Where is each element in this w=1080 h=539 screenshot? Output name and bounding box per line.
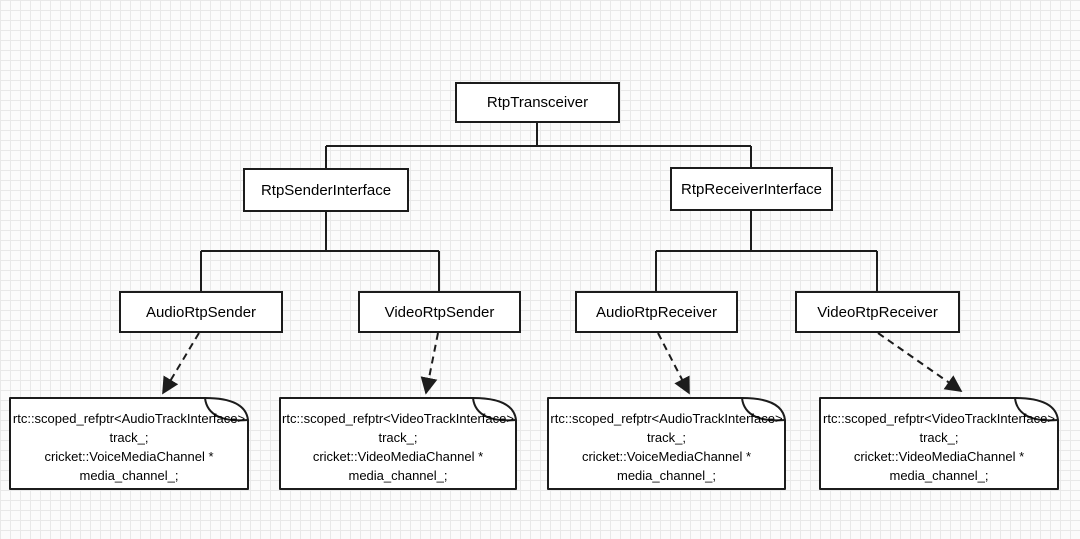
note-link-arrow-audio-receiver	[657, 332, 690, 395]
note-line: media_channel_;	[889, 468, 989, 483]
note-audio-receiver-members: rtc::scoped_refptr<AudioTrackInterface> …	[548, 409, 785, 485]
note-line: media_channel_;	[348, 468, 448, 483]
class-node-label: RtpSenderInterface	[260, 181, 392, 199]
connector-receiverinterface-to-receivers	[655, 211, 878, 291]
note-shape-video-receiver	[819, 397, 1059, 490]
note-link-arrow-video-sender	[420, 332, 439, 395]
note-shape-audio-receiver	[547, 397, 786, 490]
class-node-rtpsenderinterface: RtpSenderInterface	[243, 168, 409, 212]
class-node-label: AudioRtpReceiver	[596, 303, 717, 321]
class-node-rtptransceiver: RtpTransceiver	[455, 82, 620, 123]
note-audio-sender-members: rtc::scoped_refptr<AudioTrackInterface> …	[10, 409, 248, 485]
note-line: rtc::scoped_refptr<AudioTrackInterface>	[12, 411, 246, 426]
note-line: media_channel_;	[616, 468, 717, 483]
note-line: track_;	[646, 430, 686, 445]
class-node-audiortpsender: AudioRtpSender	[119, 291, 283, 333]
note-link-arrow-video-receiver	[877, 332, 963, 392]
note-line: rtc::scoped_refptr<VideoTrackInterface>	[823, 411, 1055, 426]
class-node-label: AudioRtpSender	[145, 303, 257, 321]
note-line: cricket::VideoMediaChannel *	[853, 449, 1025, 464]
note-line: track_;	[378, 430, 418, 445]
class-node-label: RtpReceiverInterface	[681, 180, 822, 198]
note-line: track_;	[919, 430, 959, 445]
note-line: cricket::VideoMediaChannel *	[312, 449, 484, 464]
note-link-arrow-audio-sender	[162, 332, 200, 395]
note-line: rtc::scoped_refptr<VideoTrackInterface>	[282, 411, 514, 426]
connector-transceiver-to-interfaces	[325, 123, 752, 168]
class-node-label: VideoRtpReceiver	[817, 303, 938, 321]
class-node-videortpsender: VideoRtpSender	[358, 291, 521, 333]
class-node-label: VideoRtpSender	[384, 303, 495, 321]
note-line: cricket::VoiceMediaChannel *	[581, 449, 752, 464]
class-node-label: RtpTransceiver	[486, 94, 589, 111]
note-video-sender-members: rtc::scoped_refptr<VideoTrackInterface> …	[280, 409, 516, 485]
note-shape-audio-sender	[9, 397, 249, 490]
note-line: track_;	[109, 430, 149, 445]
class-node-videortpreceiver: VideoRtpReceiver	[795, 291, 960, 333]
class-node-rtpreceiverinterface: RtpReceiverInterface	[670, 167, 833, 211]
connector-senderinterface-to-senders	[200, 212, 440, 291]
note-video-receiver-members: rtc::scoped_refptr<VideoTrackInterface> …	[820, 409, 1058, 485]
class-node-audiortpreceiver: AudioRtpReceiver	[575, 291, 738, 333]
note-line: rtc::scoped_refptr<AudioTrackInterface>	[550, 411, 783, 426]
note-shape-video-sender	[279, 397, 517, 490]
note-line: media_channel_;	[79, 468, 179, 483]
note-line: cricket::VoiceMediaChannel *	[44, 449, 214, 464]
